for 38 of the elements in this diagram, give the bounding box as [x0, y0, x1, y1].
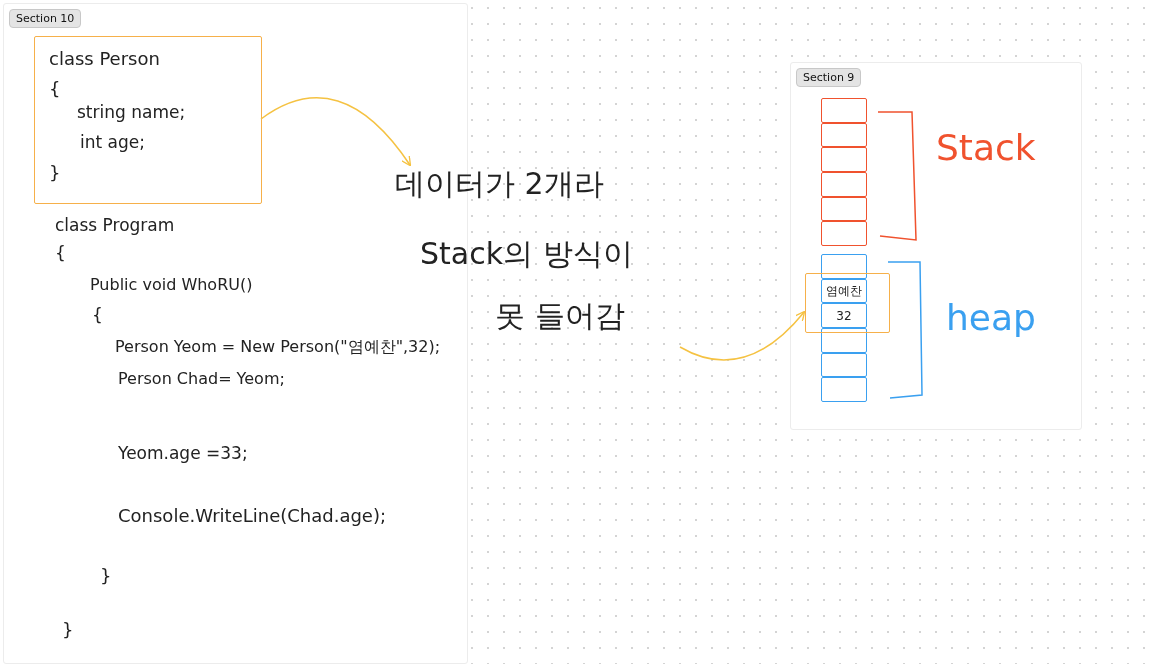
code-text: Console.WriteLine(Chad.age); — [118, 506, 386, 526]
memory-cell — [821, 196, 867, 222]
memory-cell — [821, 328, 867, 353]
section-label: Section 9 — [796, 68, 862, 87]
code-text: { — [92, 306, 103, 325]
memory-cell: 32 — [821, 303, 867, 328]
memory-cell — [821, 147, 867, 172]
section-label: Section 10 — [9, 9, 82, 28]
code-text: Person Chad= Yeom; — [118, 370, 285, 388]
memory-cell: 염예찬 — [821, 278, 867, 304]
memory-cell — [821, 254, 867, 279]
code-text: Public void WhoRU() — [90, 276, 253, 294]
code-text: Person Yeom = New Person("염예찬",32); — [115, 338, 441, 356]
region-label: heap — [946, 298, 1036, 338]
note-text: 데이터가 2개라 — [395, 167, 604, 200]
code-text: { — [49, 79, 61, 99]
code-text: Yeom.age =33; — [118, 444, 248, 463]
memory-cell — [821, 172, 867, 197]
code-text: int age; — [80, 133, 145, 152]
class-box — [34, 36, 262, 204]
memory-cell — [821, 122, 867, 148]
code-text: } — [100, 566, 112, 586]
code-text: { — [55, 244, 66, 263]
code-text: } — [62, 620, 74, 640]
code-text: string name; — [77, 103, 186, 122]
region-label: Stack — [936, 128, 1036, 168]
code-text: } — [49, 163, 61, 183]
highlight-box — [805, 273, 890, 333]
code-text: class Person — [49, 49, 160, 69]
memory-cell — [821, 98, 867, 123]
memory-cell — [821, 377, 867, 402]
note-text: 못 들어감 — [495, 299, 625, 332]
memory-cell — [821, 221, 867, 246]
note-text: Stack의 방식이 — [420, 237, 633, 270]
curved-arrow — [260, 97, 412, 167]
memory-cell — [821, 352, 867, 378]
curved-arrow — [679, 310, 806, 361]
section-frame — [790, 62, 1082, 430]
